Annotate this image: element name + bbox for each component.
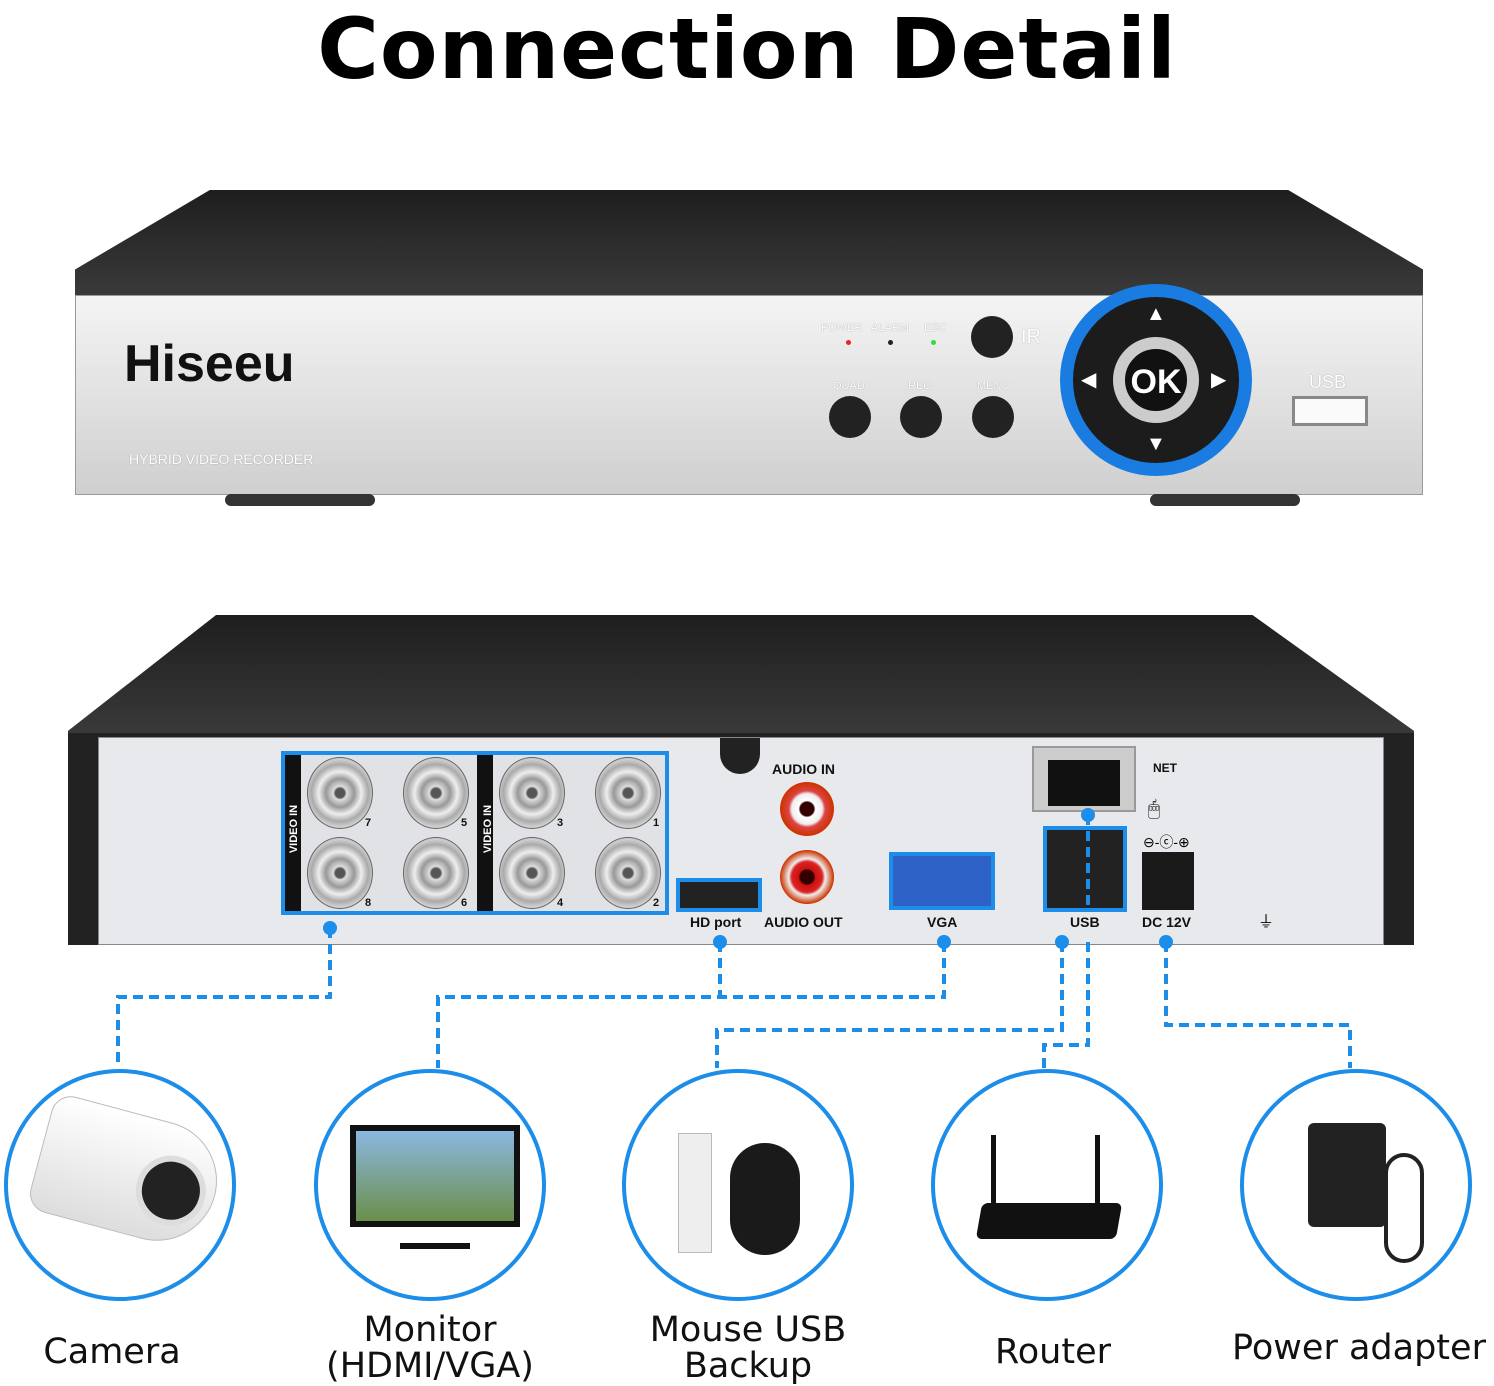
audio-in-label: AUDIO IN	[772, 761, 835, 777]
net-label: NET	[1153, 761, 1177, 775]
hdmi-label: HD port	[690, 914, 742, 930]
channel-label: 2	[653, 897, 660, 909]
bnc-port-3[interactable]	[499, 757, 565, 829]
mouse-icon	[730, 1143, 800, 1255]
router-icon	[975, 1203, 1123, 1239]
rec-button[interactable]	[900, 396, 942, 438]
channel-label: 3	[557, 817, 564, 829]
channel-label: 1	[653, 817, 660, 829]
bnc-port-6[interactable]	[403, 837, 469, 909]
menu-label: MENU	[977, 380, 1010, 392]
mouse-line	[715, 942, 1064, 1068]
dc-connector-dot	[1159, 935, 1173, 949]
mouse-usb-device	[622, 1069, 854, 1301]
audio-out-label: AUDIO OUT	[764, 914, 843, 930]
menu-button[interactable]	[972, 396, 1014, 438]
power-adapter-icon	[1308, 1123, 1386, 1227]
router-caption: Router	[995, 1332, 1111, 1372]
bnc-port-5[interactable]	[403, 757, 469, 829]
polarity-icon: ⊖-ⓒ-⊕	[1143, 834, 1190, 850]
mouse-icon: 🖱	[1148, 798, 1160, 820]
esc-led	[931, 340, 936, 345]
vga-connector-dot	[937, 935, 951, 949]
camera-caption: Camera	[43, 1332, 181, 1372]
bnc-port-4[interactable]	[499, 837, 565, 909]
audio-out-port[interactable]	[780, 850, 834, 904]
dc-power-port[interactable]	[1142, 852, 1194, 910]
camera-icon	[25, 1091, 231, 1255]
indicator-power: POWER	[821, 322, 863, 334]
channel-label: 8	[365, 897, 372, 909]
router-device	[931, 1069, 1163, 1301]
dc-label: DC 12V	[1142, 914, 1192, 930]
hdmi-connector-dot	[713, 935, 727, 949]
monitor-icon	[350, 1125, 520, 1227]
usb-front-port[interactable]	[1292, 396, 1368, 426]
alarm-led	[888, 340, 893, 345]
vga-port[interactable]	[889, 852, 995, 910]
monitor-caption: Monitor (HDMI/VGA)	[326, 1310, 534, 1386]
arrow-up-icon: ▲	[1146, 303, 1166, 325]
usb-rear-ports[interactable]	[1043, 826, 1127, 912]
channel-label: 4	[557, 897, 564, 909]
arrow-down-icon: ▼	[1146, 433, 1166, 455]
bnc-port-7[interactable]	[307, 757, 373, 829]
rec-label: REC	[908, 380, 932, 392]
mouse-usb-caption: Mouse USB Backup	[649, 1310, 847, 1386]
bnc-port-2[interactable]	[595, 837, 661, 909]
hdmi-port[interactable]	[676, 878, 762, 912]
power-adapter-device	[1240, 1069, 1472, 1301]
quad-button[interactable]	[829, 396, 871, 438]
usb-front-label: USB	[1309, 372, 1347, 392]
monitor-line	[436, 942, 946, 1068]
product-subtitle: HYBRID VIDEO RECORDER	[129, 451, 314, 467]
arrow-left-icon: ◀	[1081, 369, 1097, 391]
channel-label: 5	[461, 817, 468, 829]
ir-sensor	[971, 316, 1013, 358]
video-in-group: VIDEO IN VIDEO IN 7 5 8 6 3 1 4 2	[281, 751, 669, 915]
quad-label: QUAD	[833, 380, 865, 392]
camera-device	[4, 1069, 236, 1301]
audio-in-port[interactable]	[780, 782, 834, 836]
router-line	[1042, 815, 1090, 1068]
ground-icon: ⏚	[1258, 914, 1275, 931]
indicator-esc: ESC	[924, 322, 947, 334]
camera-connector-dot	[323, 921, 337, 935]
ok-button-label: OK	[1130, 363, 1182, 401]
usb-drive-icon	[678, 1133, 712, 1253]
camera-line	[116, 928, 332, 1068]
ir-label: IR	[1021, 326, 1041, 348]
indicator-alarm: ALARM	[871, 322, 909, 334]
brand-logo: Hiseeu	[124, 335, 295, 393]
monitor-device	[314, 1069, 546, 1301]
net-connector-dot	[1081, 808, 1095, 822]
bnc-port-1[interactable]	[595, 757, 661, 829]
bnc-port-8[interactable]	[307, 837, 373, 909]
vga-label: VGA	[927, 914, 958, 930]
power-line	[1164, 942, 1352, 1068]
dvr-front: Hiseeu HYBRID VIDEO RECORDER POWER ALARM…	[75, 190, 1423, 506]
channel-label: 7	[365, 817, 372, 829]
power-adapter-caption: Power adapter	[1232, 1328, 1486, 1368]
usb-connector-dot	[1055, 935, 1069, 949]
usb-rear-label: USB	[1070, 914, 1100, 930]
arrow-right-icon: ▶	[1211, 369, 1227, 391]
channel-label: 6	[461, 897, 468, 909]
page-title: Connection Detail	[317, 0, 1177, 98]
power-led	[846, 340, 851, 345]
